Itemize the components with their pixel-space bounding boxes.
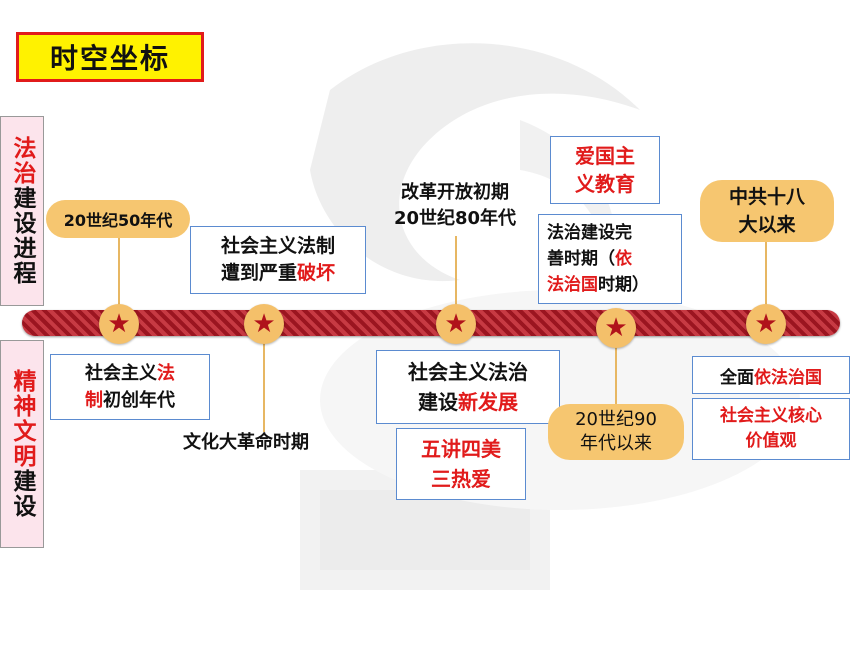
connector-1-up bbox=[118, 234, 120, 314]
lower-3-sub-line2: 三热爱 bbox=[431, 467, 491, 491]
lower-5-sub-line1: 社会主义核心 bbox=[720, 406, 822, 426]
star-icon: ★ bbox=[444, 309, 468, 339]
lower-5-line: 全面依法治国 bbox=[720, 367, 822, 388]
event-comprehensive-rule-of-law: 全面依法治国 bbox=[692, 356, 850, 394]
event-legal-system-founding: 社会主义法 制初创年代 bbox=[50, 354, 210, 420]
timeline-star-2: ★ bbox=[244, 304, 284, 344]
side-label-upper-black: 建设进程 bbox=[9, 186, 35, 286]
lower-3-sub-line1: 五讲四美 bbox=[421, 437, 501, 461]
connector-4-down bbox=[615, 340, 617, 406]
event-reform-opening: 改革开放初期 20世纪80年代 bbox=[380, 180, 530, 232]
event-5-line2: 大以来 bbox=[738, 214, 796, 236]
side-label-lower-red: 精神文明 bbox=[9, 369, 35, 469]
event-rule-of-law-new-development: 社会主义法治 建设新发展 bbox=[376, 350, 560, 424]
timeline-star-5: ★ bbox=[746, 304, 786, 344]
side-label-lower-black: 建设 bbox=[9, 469, 35, 519]
star-icon: ★ bbox=[754, 309, 778, 339]
lower-4-line2: 年代以来 bbox=[580, 433, 652, 454]
star-icon: ★ bbox=[604, 313, 628, 343]
connector-2-down bbox=[263, 340, 265, 432]
event-five-stresses-four-beauties: 五讲四美 三热爱 bbox=[396, 428, 526, 500]
event-legal-system-destroyed: 社会主义法制 遭到严重破坏 bbox=[190, 226, 366, 294]
event-2-line1: 社会主义法制 bbox=[220, 235, 335, 257]
event-4-patriotic-line2: 义教育 bbox=[575, 172, 635, 196]
timeline-star-3: ★ bbox=[436, 304, 476, 344]
event-4-line1: 法治建设完 bbox=[547, 223, 632, 243]
side-label-upper-red: 法治 bbox=[9, 136, 35, 186]
star-icon: ★ bbox=[107, 309, 131, 339]
lower-3-line2: 建设新发展 bbox=[418, 390, 518, 414]
timeline-bar bbox=[22, 310, 840, 336]
timeline-star-1: ★ bbox=[99, 304, 139, 344]
side-label-rule-of-law: 法治 建设进程 bbox=[0, 116, 44, 306]
event-3-line2: 20世纪80年代 bbox=[393, 208, 517, 229]
connector-5-up bbox=[765, 240, 767, 314]
event-4-patriotic-line1: 爱国主 bbox=[575, 144, 635, 168]
event-4-line3: 法治国时期） bbox=[547, 275, 649, 295]
lower-5-sub-line2: 价值观 bbox=[745, 431, 797, 451]
event-1950s: 20世纪50年代 bbox=[46, 200, 190, 238]
event-core-socialist-values: 社会主义核心 价值观 bbox=[692, 398, 850, 460]
event-4-line2: 善时期（依 bbox=[547, 249, 632, 269]
timeline-star-4: ★ bbox=[596, 308, 636, 348]
star-icon: ★ bbox=[252, 309, 276, 339]
lower-1-line2: 制初创年代 bbox=[85, 390, 175, 411]
event-2-line2: 遭到严重破坏 bbox=[220, 262, 336, 284]
event-since-1990s: 20世纪90 年代以来 bbox=[548, 404, 684, 460]
lower-1-line1: 社会主义法 bbox=[85, 363, 175, 384]
connector-3-up bbox=[455, 236, 457, 314]
event-5-line1: 中共十八 bbox=[728, 186, 805, 208]
lower-4-line1: 20世纪90 bbox=[575, 409, 657, 430]
event-patriotic-education: 爱国主 义教育 bbox=[550, 136, 660, 204]
event-rule-of-law-perfection: 法治建设完 善时期（依 法治国时期） bbox=[538, 214, 682, 304]
page-title: 时空坐标 bbox=[16, 32, 204, 82]
lower-3-line1: 社会主义法治 bbox=[408, 360, 528, 384]
event-since-18th-congress: 中共十八 大以来 bbox=[700, 180, 834, 242]
event-3-line1: 改革开放初期 bbox=[401, 182, 509, 203]
event-cultural-revolution: 文化大革命时期 bbox=[183, 432, 309, 453]
side-label-spiritual-civilization: 精神文明 建设 bbox=[0, 340, 44, 548]
